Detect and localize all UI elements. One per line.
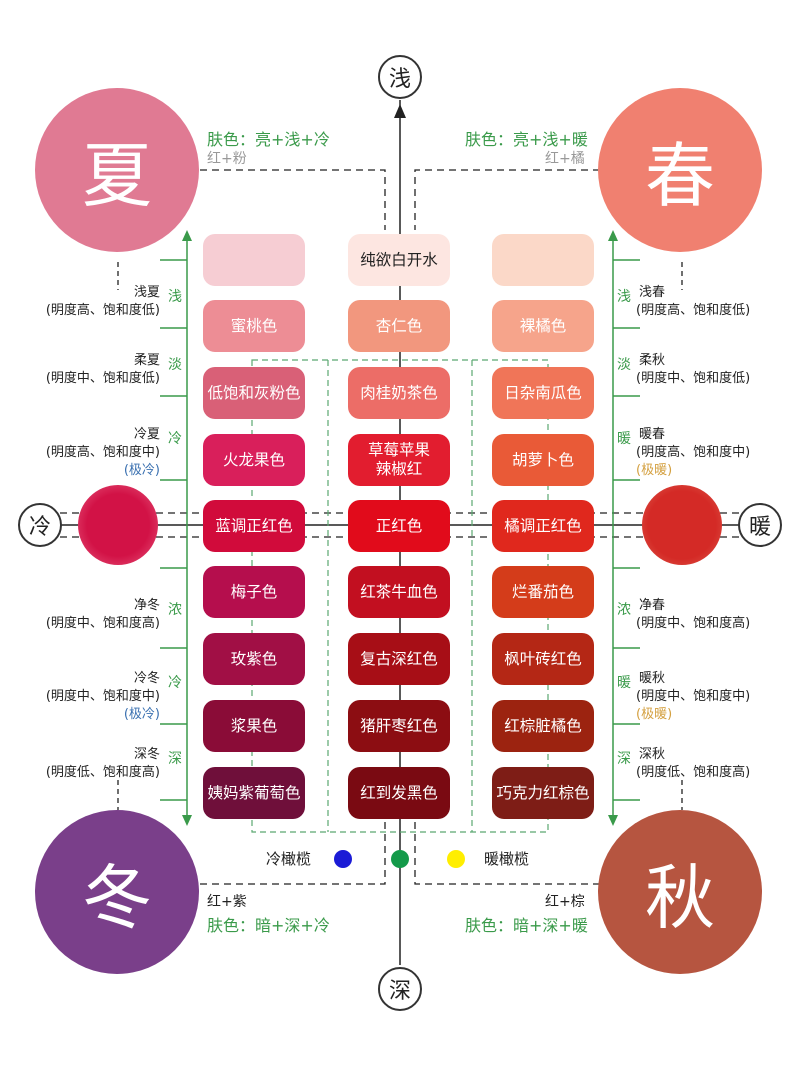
axis-deep: 深	[378, 967, 422, 1011]
right-key-char: 暖	[617, 431, 631, 447]
right-key-char: 暖	[617, 675, 631, 691]
winter-skin: 肤色：暗+深+冷	[207, 916, 330, 935]
left-subtype-desc: (明度中、饱和度中)	[45, 689, 160, 704]
tone-swatch: 肉桂奶茶色	[348, 367, 450, 419]
tone-swatch: 正红色	[348, 500, 450, 552]
warm-red-swatch	[642, 485, 722, 565]
right-subtype-extra: (极暖)	[636, 463, 673, 478]
right-subtype-name: 暖春	[639, 427, 666, 442]
left-subtype-desc: (明度中、饱和度高)	[45, 616, 160, 631]
right-subtype-desc: (明度高、饱和度中)	[636, 445, 751, 460]
tone-swatch: 草莓苹果辣椒红	[348, 434, 450, 486]
right-subtype-name: 浅春	[639, 285, 666, 300]
left-key-char: 冷	[168, 431, 182, 447]
tone-swatch: 姨妈紫葡萄色	[203, 767, 305, 819]
axis-warm: 暖	[738, 503, 782, 547]
summer-skin: 肤色：亮+浅+冷	[207, 130, 330, 149]
right-subtype-desc: (明度低、饱和度高)	[636, 765, 751, 780]
right-subtype-desc: (明度中、饱和度中)	[636, 689, 751, 704]
left-key-char: 浅	[168, 289, 182, 305]
left-subtype-name: 冷夏	[133, 427, 160, 442]
right-subtype-name: 深秋	[639, 747, 666, 762]
right-subtype-desc: (明度高、饱和度低)	[636, 303, 751, 318]
left-key-char: 浓	[168, 602, 182, 618]
tone-swatch: 红茶牛血色	[348, 566, 450, 618]
tone-swatch: 梅子色	[203, 566, 305, 618]
autumn-skin: 肤色：暗+深+暖	[465, 916, 588, 935]
left-key-char: 深	[168, 751, 182, 767]
left-subtype-name: 深冬	[133, 747, 160, 762]
left-subtype-desc: (明度高、饱和度低)	[45, 303, 160, 318]
warm-olive-label: 暖橄榄	[484, 850, 530, 868]
green-dot	[391, 850, 409, 868]
spring-mix: 红+橘	[545, 151, 585, 167]
left-subtype-name: 浅夏	[133, 285, 160, 300]
right-key-char: 浅	[617, 289, 631, 305]
left-subtype-desc: (明度中、饱和度低)	[45, 371, 160, 386]
tone-swatch: 杏仁色	[348, 300, 450, 352]
tone-swatch: 胡萝卜色	[492, 434, 594, 486]
tone-swatch: 枫叶砖红色	[492, 633, 594, 685]
right-subtype-desc: (明度中、饱和度低)	[636, 371, 751, 386]
tone-swatch: 巧克力红棕色	[492, 767, 594, 819]
left-subtype-name: 柔夏	[133, 353, 160, 368]
right-subtype-name: 暖秋	[639, 671, 666, 686]
right-subtype-name: 柔秋	[639, 353, 666, 368]
right-subtype-desc: (明度中、饱和度高)	[636, 616, 751, 631]
summer-circle: 夏	[35, 88, 199, 252]
yellow-dot	[447, 850, 465, 868]
left-subtype-extra: (极冷)	[123, 707, 160, 722]
left-key-char: 冷	[168, 675, 182, 691]
tone-swatch: 猪肝枣红色	[348, 700, 450, 752]
axis-light: 浅	[378, 55, 422, 99]
left-subtype-name: 冷冬	[133, 671, 160, 686]
blue-dot	[334, 850, 352, 868]
right-key-char: 深	[617, 751, 631, 767]
tone-swatch: 复古深红色	[348, 633, 450, 685]
tone-swatch	[492, 234, 594, 286]
spring-skin: 肤色：亮+浅+暖	[465, 130, 588, 149]
cool-olive-label: 冷橄榄	[266, 850, 312, 868]
summer-mix: 红+粉	[207, 151, 247, 167]
winter-circle: 冬	[35, 810, 199, 974]
right-subtype-name: 净春	[639, 598, 666, 613]
tone-swatch	[203, 234, 305, 286]
tone-swatch: 火龙果色	[203, 434, 305, 486]
left-subtype-name: 净冬	[133, 598, 160, 613]
autumn-circle: 秋	[598, 810, 762, 974]
tone-swatch: 橘调正红色	[492, 500, 594, 552]
right-key-char: 淡	[617, 357, 631, 373]
tone-swatch: 低饱和灰粉色	[203, 367, 305, 419]
left-key-char: 淡	[168, 357, 182, 373]
tone-swatch: 烂番茄色	[492, 566, 594, 618]
right-subtype-extra: (极暖)	[636, 707, 673, 722]
axis-cool: 冷	[18, 503, 62, 547]
tone-swatch: 红棕脏橘色	[492, 700, 594, 752]
cool-red-swatch	[78, 485, 158, 565]
tone-swatch: 纯欲白开水	[348, 234, 450, 286]
autumn-mix: 红+棕	[545, 894, 585, 910]
tone-swatch: 玫紫色	[203, 633, 305, 685]
tone-swatch: 浆果色	[203, 700, 305, 752]
spring-circle: 春	[598, 88, 762, 252]
tone-swatch: 裸橘色	[492, 300, 594, 352]
winter-mix: 红+紫	[207, 894, 247, 910]
tone-swatch: 蜜桃色	[203, 300, 305, 352]
left-subtype-desc: (明度低、饱和度高)	[45, 765, 160, 780]
tone-swatch: 蓝调正红色	[203, 500, 305, 552]
right-key-char: 浓	[617, 602, 631, 618]
left-subtype-desc: (明度高、饱和度中)	[45, 445, 160, 460]
tone-swatch: 日杂南瓜色	[492, 367, 594, 419]
tone-swatch: 红到发黑色	[348, 767, 450, 819]
left-subtype-extra: (极冷)	[123, 463, 160, 478]
